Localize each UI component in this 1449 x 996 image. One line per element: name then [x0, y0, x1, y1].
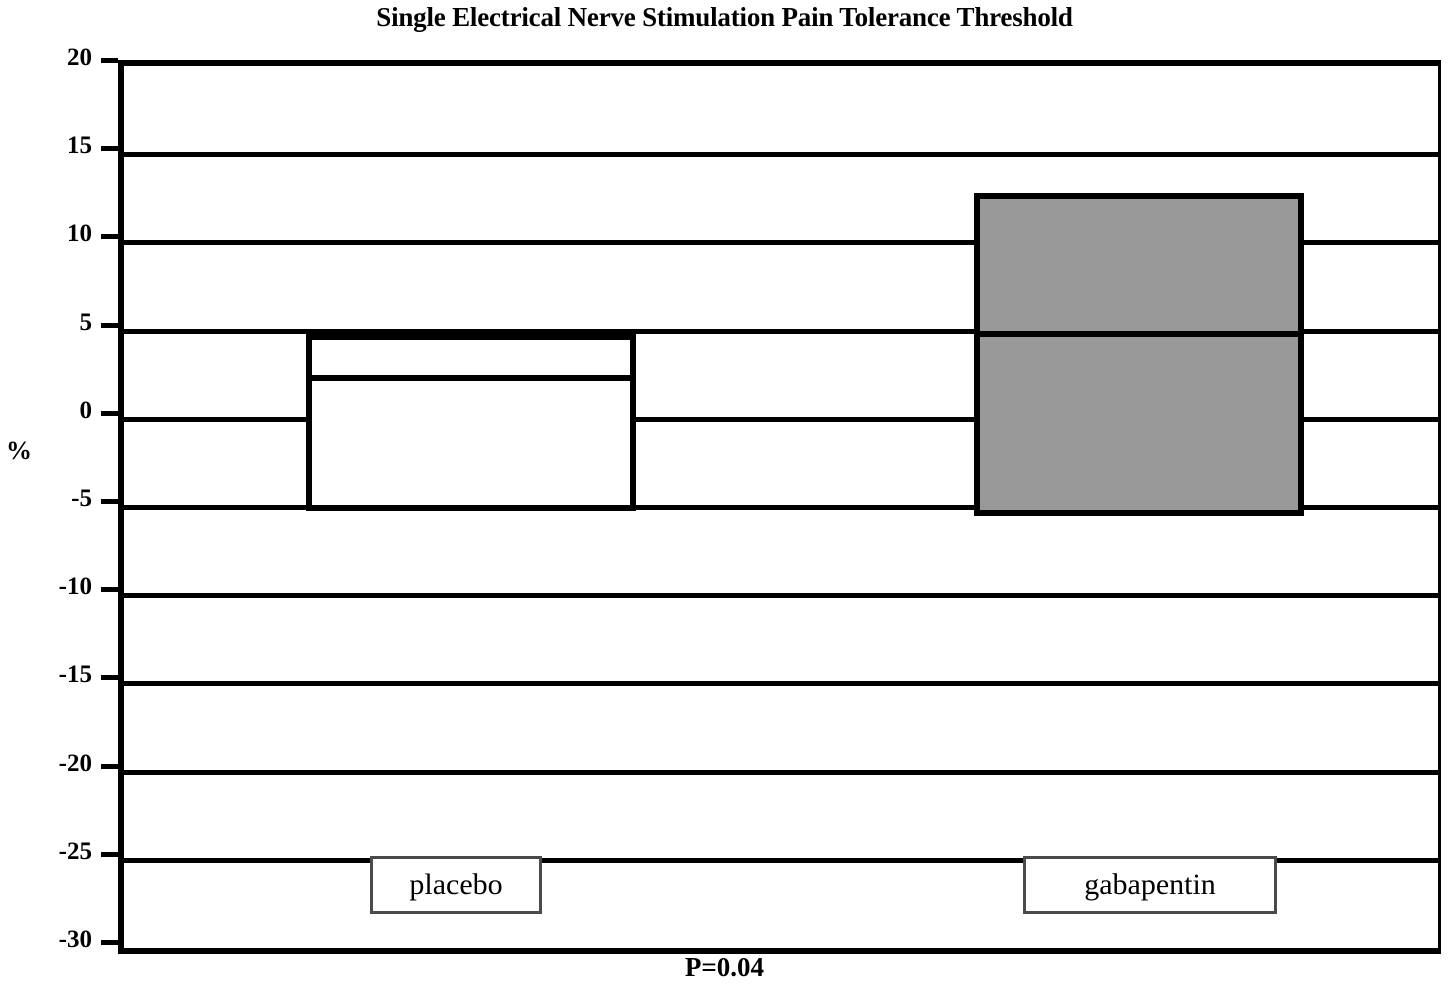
chart-title: Single Electrical Nerve Stimulation Pain… — [376, 2, 1073, 32]
y-axis-tick-label: 15 — [67, 132, 92, 160]
y-axis-tick — [101, 499, 118, 504]
gridline — [124, 328, 1438, 334]
y-axis-tick — [101, 851, 118, 857]
gridline — [124, 681, 1438, 687]
y-axis-tick-label: 20 — [67, 44, 92, 71]
y-axis-tick-label: -15 — [58, 661, 92, 689]
y-axis-tick — [101, 410, 118, 416]
gridline — [124, 152, 1438, 158]
y-axis-tick — [101, 587, 118, 593]
gridline — [124, 240, 1438, 246]
y-axis-tick-label: 5 — [79, 308, 93, 336]
y-axis-tick — [101, 675, 118, 681]
plot-area — [118, 60, 1441, 954]
y-axis-tick-label: -20 — [58, 749, 92, 777]
y-axis-tick-label: -5 — [71, 485, 92, 512]
category-label-placebo: placebo — [370, 856, 542, 914]
y-axis-tick-label: 0 — [79, 396, 93, 424]
gridline — [124, 769, 1438, 775]
gridline — [124, 505, 1438, 510]
box-placebo — [306, 334, 636, 511]
category-label-gabapentin: gabapentin — [1023, 856, 1277, 914]
median-line-placebo — [306, 375, 636, 382]
y-axis-tick — [101, 322, 118, 328]
gridline — [124, 857, 1438, 863]
median-line-gabapentin — [974, 331, 1304, 338]
gridline — [124, 416, 1438, 422]
y-axis-tick — [101, 58, 118, 63]
y-axis-tick-label: 10 — [67, 220, 92, 248]
y-axis-tick — [101, 146, 118, 152]
y-axis-tick — [101, 763, 118, 769]
y-axis-tick — [101, 940, 118, 945]
y-axis-tick-label: -25 — [58, 837, 92, 865]
y-axis-tick — [101, 234, 118, 240]
plot-inner — [124, 66, 1438, 948]
y-axis-label: % — [6, 436, 32, 465]
gridline — [124, 593, 1438, 599]
y-axis-tick-label: -30 — [58, 926, 92, 953]
p-value-annotation: P=0.04 — [684, 952, 765, 982]
box-gabapentin — [974, 193, 1304, 516]
y-axis-tick-label: -10 — [58, 573, 92, 601]
